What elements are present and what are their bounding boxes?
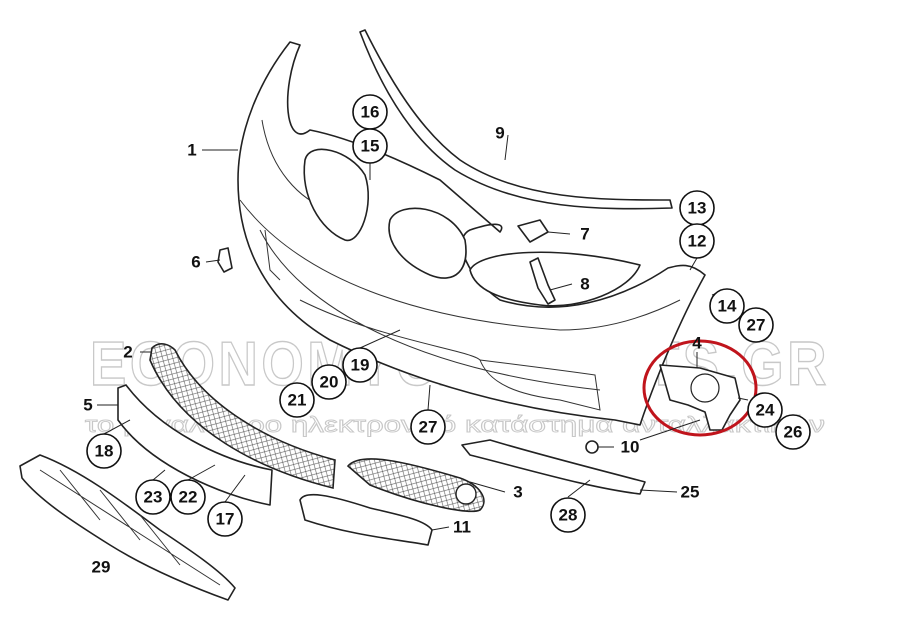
callout-17: 17	[207, 501, 243, 537]
svg-text:16: 16	[361, 103, 380, 122]
callout-24: 24	[747, 392, 783, 428]
svg-text:22: 22	[179, 488, 198, 507]
svg-text:27: 27	[747, 316, 766, 335]
callout-13: 13	[679, 190, 715, 226]
svg-text:26: 26	[784, 423, 803, 442]
callout-18: 18	[86, 433, 122, 469]
callout-14: 14	[709, 288, 745, 324]
callout-28: 28	[550, 497, 586, 533]
circled-labels: 16 15 13 12 14 27 19 20 21 27 24 26 18 2…	[86, 94, 811, 537]
cover-cap-7	[517, 219, 549, 243]
trim-strip-11	[299, 493, 433, 546]
highlighted-bracket	[642, 339, 758, 437]
licence-plate-bracket	[117, 384, 273, 506]
fog-grille-right	[346, 458, 485, 513]
callout-12: 12	[679, 223, 715, 259]
label-6: 6	[191, 253, 200, 272]
label-11: 11	[453, 518, 471, 537]
svg-text:27: 27	[419, 418, 438, 437]
callout-22: 22	[170, 479, 206, 515]
svg-text:17: 17	[216, 510, 235, 529]
svg-text:21: 21	[288, 391, 307, 410]
callout-26: 26	[775, 414, 811, 450]
svg-text:15: 15	[361, 137, 380, 156]
label-4: 4	[692, 334, 702, 353]
svg-text:20: 20	[320, 373, 339, 392]
svg-text:23: 23	[144, 488, 163, 507]
clip-10	[585, 440, 599, 454]
label-7: 7	[580, 225, 589, 244]
center-grille	[149, 343, 336, 490]
bumper-cover	[237, 41, 706, 426]
label-10: 10	[621, 438, 640, 457]
label-9: 9	[495, 124, 504, 143]
svg-text:19: 19	[351, 356, 370, 375]
label-2: 2	[123, 343, 132, 362]
svg-text:13: 13	[688, 199, 707, 218]
label-29: 29	[92, 558, 111, 577]
fog-hole	[455, 483, 477, 505]
bracket-6	[217, 247, 233, 273]
callout-20: 20	[311, 364, 347, 400]
callout-27-right: 27	[738, 307, 774, 343]
svg-text:28: 28	[559, 506, 578, 525]
callout-23: 23	[135, 479, 171, 515]
svg-text:24: 24	[756, 401, 775, 420]
callout-19: 19	[342, 347, 378, 383]
reinforcement-bracket	[461, 439, 646, 495]
highlight-circle	[642, 339, 758, 437]
label-5: 5	[83, 396, 92, 415]
svg-text:14: 14	[718, 297, 737, 316]
callout-15: 15	[352, 128, 388, 164]
label-3: 3	[513, 483, 522, 502]
seal-strip	[359, 29, 673, 210]
callout-21: 21	[279, 382, 315, 418]
callout-27-bottom: 27	[410, 409, 446, 445]
label-25: 25	[681, 483, 700, 502]
label-8: 8	[580, 275, 589, 294]
svg-text:12: 12	[688, 232, 707, 251]
label-1: 1	[187, 141, 196, 160]
washer-jet-8	[529, 257, 556, 305]
plain-labels: 1 9 7 6 8 2 5 4 10 3 25 11 29	[83, 124, 702, 577]
callout-16: 16	[352, 94, 388, 130]
svg-text:18: 18	[95, 442, 114, 461]
